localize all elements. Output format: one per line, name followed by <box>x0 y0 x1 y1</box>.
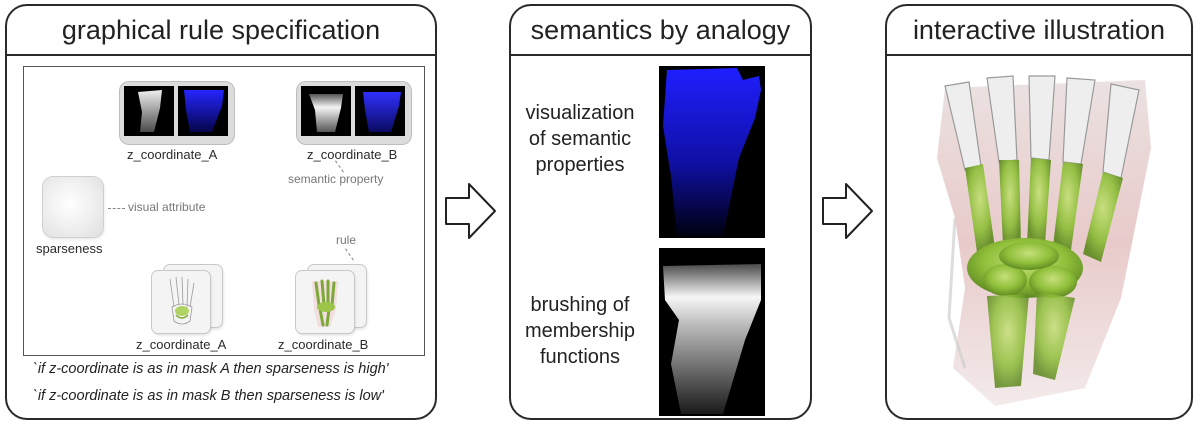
rule-card-front-b <box>296 271 354 333</box>
mask-a-blue-thumbnail <box>178 86 228 136</box>
sparseness-label: sparseness <box>36 241 103 256</box>
mask-b-blue-thumbnail <box>355 86 405 136</box>
rule-statement-2: `if z-coordinate is as in mask B then sp… <box>33 388 384 404</box>
rule-connector <box>345 248 354 261</box>
semantic-property-annotation: semantic property <box>288 172 384 186</box>
rule-spec-canvas: z_coordinate_A <box>23 66 425 356</box>
visual-attribute-connector <box>108 208 125 209</box>
panel-graphical-rule-specification: graphical rule specification <box>5 4 437 420</box>
semantic-property-visualization[interactable] <box>659 66 765 238</box>
membership-function-brush[interactable] <box>659 248 765 416</box>
mask-b-label: z_coordinate_B <box>307 147 398 162</box>
panel-title: semantics by analogy <box>511 6 810 56</box>
right-arrow-icon <box>445 183 496 239</box>
panel-interactive-illustration: interactive illustration <box>885 4 1193 420</box>
rule-b-label: z_coordinate_B <box>278 337 369 352</box>
mask-b-grayscale-thumbnail <box>301 86 351 136</box>
visualization-caption: visualization of semantic properties <box>525 102 635 176</box>
brushing-caption: brushing of membership functions <box>524 294 636 368</box>
mask-pair-b[interactable] <box>297 82 411 144</box>
rule-card-stack-b[interactable] <box>296 265 368 337</box>
right-arrow-icon <box>822 183 873 239</box>
illustrated-hand-volume-rendering[interactable] <box>925 68 1165 414</box>
mask-pair-a[interactable] <box>120 82 234 144</box>
semantic-property-connector <box>335 160 344 173</box>
rule-card-stack-a[interactable] <box>152 265 224 337</box>
rule-card-front-a <box>152 271 210 333</box>
hand-rendering-sparse-icon <box>169 276 195 325</box>
rule-statement-1: `if z-coordinate is as in mask A then sp… <box>33 361 389 377</box>
mask-a-label: z_coordinate_A <box>127 147 218 162</box>
sparseness-swatch[interactable] <box>43 177 103 237</box>
panel-title: interactive illustration <box>887 6 1191 56</box>
hand-rendering-dense-icon <box>312 279 338 327</box>
mask-a-grayscale-thumbnail <box>124 86 174 136</box>
rule-a-label: z_coordinate_A <box>136 337 227 352</box>
panel-semantics-by-analogy: semantics by analogy visualization of se… <box>509 4 812 420</box>
panel-title: graphical rule specification <box>7 6 435 56</box>
rule-annotation: rule <box>336 233 357 247</box>
visual-attribute-annotation: visual attribute <box>128 200 206 214</box>
